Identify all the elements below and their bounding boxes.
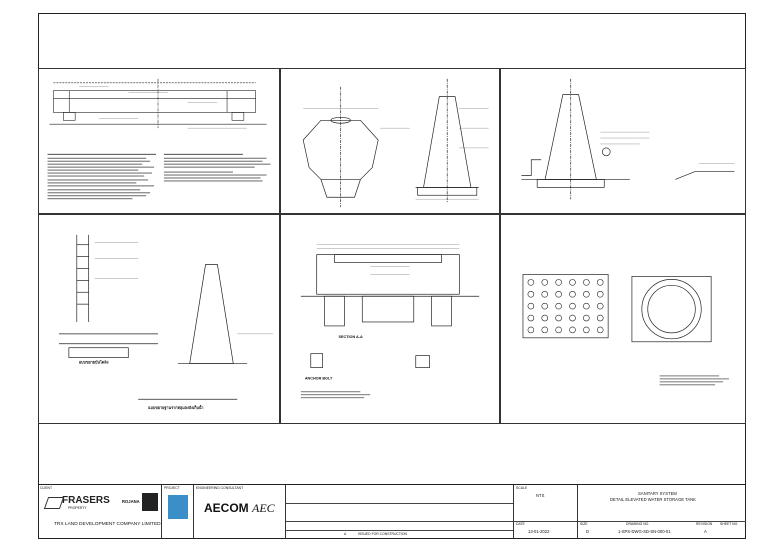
pile-symbol xyxy=(527,314,535,322)
pile-symbol xyxy=(596,314,604,322)
pile-symbol xyxy=(541,279,549,286)
sheet-title-line-2: DETAIL ELEVATED WATER STORAGE TANK xyxy=(610,497,696,502)
pile-symbol xyxy=(555,290,562,298)
pile-symbol xyxy=(555,326,562,334)
pile-symbol xyxy=(569,279,576,286)
pile-symbol xyxy=(541,326,549,334)
pile-symbol xyxy=(527,290,535,298)
tank-section-drawing xyxy=(302,78,489,208)
pile-symbol xyxy=(583,314,590,322)
client-logo-mark xyxy=(43,497,65,509)
pile-symbol xyxy=(583,290,590,298)
consultant-block: ENGINEERING CONSULTANT AECOM AEC xyxy=(194,485,286,539)
consultant-label: ENGINEERING CONSULTANT xyxy=(196,486,244,490)
panel-tank-elevation-notes xyxy=(38,68,280,214)
pile-symbol xyxy=(527,326,535,334)
client-brand-2: ROJANA xyxy=(122,499,140,504)
scale-label: SCALE xyxy=(516,486,528,490)
pile-symbol xyxy=(596,290,604,298)
detail-drawing-area: แบบขยายบันไดลิง แบบขยายฐานรากหลุมลงถังเก… xyxy=(38,68,746,424)
date-label: DATE xyxy=(516,522,525,526)
pile-symbol xyxy=(583,302,590,310)
svg-text:แบบขยายฐานรากหลุมลงถังเก็บน้ำ: แบบขยายฐานรากหลุมลงถังเก็บน้ำ xyxy=(148,404,203,411)
consultant-logo-sub: AEC xyxy=(252,501,275,515)
pile-symbol xyxy=(596,302,604,310)
size-value: D xyxy=(586,529,590,534)
client-label: CLIENT xyxy=(40,486,53,490)
pile-symbol xyxy=(583,279,590,286)
pile-symbol xyxy=(569,314,576,322)
drawing-no-label: DRAWING NO. xyxy=(626,522,650,526)
pile-symbol xyxy=(555,279,562,286)
client-block: CLIENT FRASERS PROPERTY ROJANA TRX LAND … xyxy=(38,485,162,539)
project-logo-mark xyxy=(168,495,188,519)
pile-symbol xyxy=(541,290,549,298)
sheet-no-label: SHEET NO. xyxy=(720,522,739,526)
pile-symbol xyxy=(541,314,549,322)
section-aa-title: SECTION A-A xyxy=(338,335,363,339)
scale-date-block: SCALE NTS DATE 13-01-2022 xyxy=(514,485,578,539)
revision-description: ISSUED FOR CONSTRUCTION xyxy=(358,532,407,536)
date-value: 13-01-2022 xyxy=(528,529,550,534)
pile-symbol xyxy=(541,302,549,310)
pile-symbol xyxy=(569,290,576,298)
revision-label: REVISION xyxy=(696,522,713,526)
svg-text:แบบขยายบันไดลิง: แบบขยายบันไดลิง xyxy=(79,360,109,365)
client-company: TRX LAND DEVELOPMENT COMPANY LIMITED xyxy=(54,522,161,527)
foundation-plan-drawing xyxy=(522,274,729,386)
pile-symbol xyxy=(596,326,604,334)
pile-symbol xyxy=(527,302,535,310)
project-block: PROJECT xyxy=(162,485,194,539)
tank-elevation-drawing xyxy=(47,78,271,200)
pile-symbol xyxy=(555,302,562,310)
pile-symbol xyxy=(569,302,576,310)
pile-grid xyxy=(527,279,604,334)
revision-number: A xyxy=(344,532,347,536)
panel-tank-piping xyxy=(500,68,746,214)
tank-piping-drawing xyxy=(521,78,735,200)
anchor-bolt-title: ANCHOR BOLT xyxy=(305,376,333,380)
sheet-title-line-1: SANITARY SYSTEM xyxy=(638,491,677,496)
pile-symbol xyxy=(596,279,604,286)
size-label: SIZE xyxy=(580,522,588,526)
revision-table: A ISSUED FOR CONSTRUCTION xyxy=(286,485,514,539)
client-brand-1: FRASERS xyxy=(62,495,110,506)
pile-symbol xyxy=(527,279,535,286)
partner-logo-mark xyxy=(142,493,158,511)
pile-symbol xyxy=(583,326,590,334)
sheet-title-block: SANITARY SYSTEM DETAIL ELEVATED WATER ST… xyxy=(578,485,746,539)
client-brand-1-sub: PROPERTY xyxy=(68,506,87,510)
pile-symbol xyxy=(569,326,576,334)
panel-foundation-plan xyxy=(500,214,746,424)
scale-value: NTS xyxy=(536,493,545,498)
project-label: PROJECT xyxy=(164,486,180,490)
consultant-logo: AECOM xyxy=(204,501,249,515)
panel-tank-section xyxy=(280,68,500,214)
panel-ladder-detail: แบบขยายบันไดลิง แบบขยายฐานรากหลุมลงถังเก… xyxy=(38,214,280,424)
title-block: CLIENT FRASERS PROPERTY ROJANA TRX LAND … xyxy=(38,484,746,539)
section-aa-drawing: SECTION A-A ANCHOR BOLT xyxy=(300,244,480,399)
revision-value: A xyxy=(704,529,707,534)
drawing-no-value: 1-SPS-DWG-SD-SN-000-01 xyxy=(618,529,671,534)
panel-section-aa: SECTION A-A ANCHOR BOLT xyxy=(280,214,500,424)
pile-symbol xyxy=(555,314,562,322)
ladder-detail-drawing: แบบขยายบันไดลิง แบบขยายฐานรากหลุมลงถังเก… xyxy=(58,234,273,411)
